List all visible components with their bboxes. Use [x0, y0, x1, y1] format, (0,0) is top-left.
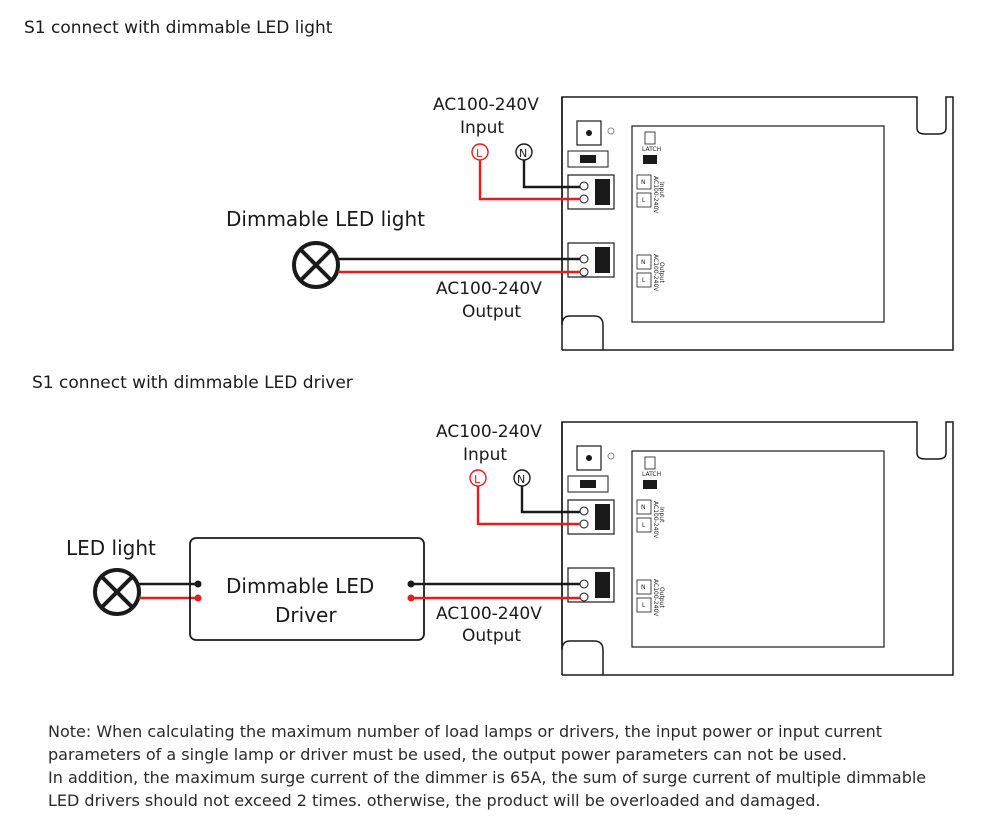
note-lead: Note:	[48, 722, 92, 741]
latch-text-2: LATCH	[642, 471, 661, 478]
panel-n-2: N	[641, 259, 646, 266]
input-voltage-label-1: AC100-240V	[433, 95, 539, 115]
panel-input-voltage: AC100-240V	[652, 176, 659, 214]
note-line-4: LED drivers should not exceed 2 times. o…	[48, 791, 821, 810]
input-terminal-2	[567, 499, 615, 535]
neutral-input-wire	[522, 160, 580, 189]
input-terminal	[567, 174, 615, 210]
note-line-2: parameters of a single lamp or driver mu…	[48, 745, 847, 764]
panel-input-text: Input	[658, 182, 665, 198]
panel-l-1: L	[642, 197, 646, 204]
push-button-2	[576, 445, 602, 471]
live-input-wire-2	[476, 486, 580, 526]
output-label-2: Output	[462, 626, 521, 646]
dimmer-device-2: LATCH N L Input AC100-240V N L Output AC…	[561, 421, 954, 676]
indicator-led-icon-2	[607, 452, 615, 460]
panel-n-3: N	[641, 504, 646, 511]
led-driver-box	[189, 537, 425, 641]
panel-l-3: L	[642, 522, 646, 529]
panel-output-voltage: AC100-240V	[652, 254, 659, 292]
neutral-terminal-text: N	[519, 147, 527, 160]
panel-l-2: L	[642, 277, 646, 284]
section-2: S1 connect with dimmable LED driver LATC…	[32, 373, 954, 676]
input-label-1: Input	[460, 118, 504, 138]
neutral-terminal-text-2: N	[517, 473, 525, 486]
note-block: Note: When calculating the maximum numbe…	[48, 720, 988, 812]
output-label-1: Output	[462, 302, 521, 322]
input-voltage-label-2: AC100-240V	[436, 422, 542, 442]
output-voltage-label-1: AC100-240V	[436, 279, 542, 299]
section-1: S1 connect with dimmable LED light	[24, 18, 954, 351]
live-terminal-text: L	[476, 147, 483, 160]
live-terminal-text-2: L	[474, 473, 481, 486]
section-1-title: S1 connect with dimmable LED light	[24, 18, 333, 38]
latch-text: LATCH	[642, 146, 661, 153]
output-voltage-label-2: AC100-240V	[436, 604, 542, 624]
section-2-title: S1 connect with dimmable LED driver	[32, 373, 353, 393]
panel-n-1: N	[641, 179, 646, 186]
panel-l-4: L	[642, 602, 646, 609]
driver-label-line1: Dimmable LED	[226, 574, 374, 598]
live-input-wire	[478, 160, 580, 201]
label-panel	[631, 125, 885, 323]
note-line-3: In addition, the maximum surge current o…	[48, 768, 927, 787]
load-label-2: LED light	[66, 536, 156, 560]
note-line-1: Note: When calculating the maximum numbe…	[48, 722, 883, 741]
driver-label-line2: Driver	[275, 603, 337, 627]
panel-output-voltage-2: AC100-240V	[652, 579, 659, 617]
load-label-1: Dimmable LED light	[226, 207, 425, 231]
panel-input-voltage-2: AC100-240V	[652, 501, 659, 539]
indicator-led-icon	[607, 127, 615, 135]
input-label-2: Input	[463, 445, 507, 465]
label-panel-2	[631, 450, 885, 648]
dimmer-device-1: LATCH N L Input AC100-240V N L Output AC…	[561, 96, 954, 351]
lamp-icon	[292, 241, 340, 289]
panel-input-text-2: Input	[658, 507, 665, 523]
panel-output-text-2: Output	[658, 587, 665, 608]
lamp-icon-2	[93, 568, 141, 616]
neutral-input-wire-2	[520, 486, 580, 514]
panel-output-text: Output	[658, 262, 665, 283]
panel-n-4: N	[641, 584, 646, 591]
push-button	[576, 120, 602, 146]
